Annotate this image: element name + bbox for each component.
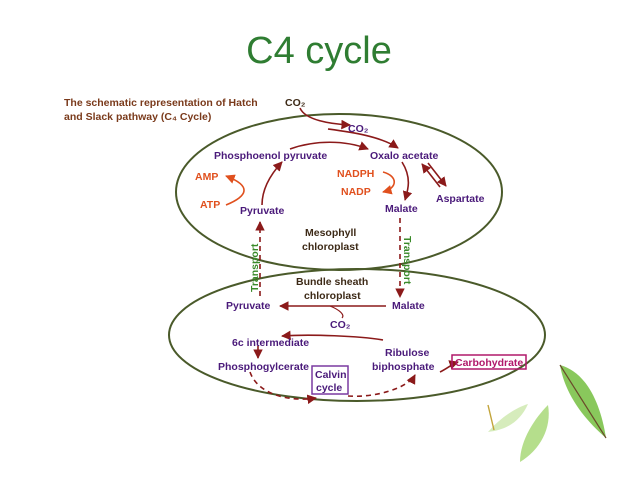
co2-to-oaa-arrow <box>327 128 399 149</box>
oaa-to-malate-arrow <box>401 161 413 201</box>
atp-amp-arrow <box>225 174 245 206</box>
rubp-to-c6-arrow <box>281 330 384 341</box>
rubp-label-1: Ribulose <box>385 347 429 359</box>
aspartate-label: Aspartate <box>436 193 485 205</box>
carbohydrate-box <box>451 354 527 370</box>
mesophyll-malate-label: Malate <box>385 203 418 215</box>
calvin-to-rubp-dashed <box>347 374 416 398</box>
pga-to-calvin-dashed <box>249 371 317 405</box>
transport-left-label: Transport <box>249 243 261 292</box>
mesophyll-pyruvate-label: Pyruvate <box>240 205 285 217</box>
co2-release-arrow <box>329 305 344 319</box>
slide-title: C4 cycle <box>246 30 392 72</box>
bundle-label-2: chloroplast <box>304 290 361 302</box>
rubp-to-carbohydrate-arrow <box>439 360 459 373</box>
transport-right-label: Transport <box>401 236 413 285</box>
diagram-caption: The schematic representation of Hatch an… <box>64 96 294 124</box>
bundle-co2-label: CO₂ <box>330 319 351 331</box>
rubp-label-2: biphosphate <box>372 361 435 373</box>
co2-entry-arrow <box>299 107 351 130</box>
atp-label: ATP <box>200 199 220 211</box>
mesophyll-label-2: chloroplast <box>302 241 359 253</box>
nadph-label: NADPH <box>337 168 374 180</box>
caption-line-2: and Slack pathway (C₄ Cycle) <box>64 111 212 123</box>
calvin-cycle-box <box>311 365 349 395</box>
bundle-malate-label: Malate <box>392 300 425 312</box>
leaf-decoration-icon <box>487 364 607 462</box>
calvin-label-2: cycle <box>316 382 342 394</box>
calvin-label-1: Calvin <box>315 369 347 381</box>
pep-label: Phosphoenol pyruvate <box>214 150 327 162</box>
bundle-sheath-ellipse <box>168 268 546 402</box>
bundle-pyruvate-label: Pyruvate <box>226 300 271 312</box>
carbohydrate-label: Carbohydrate <box>455 357 523 369</box>
co2-input-label: CO₂ <box>285 97 306 109</box>
mesophyll-label-1: Mesophyll <box>305 227 356 239</box>
phosphoglycerate-label: Phosphogylcerate <box>218 361 309 373</box>
nadp-label: NADP <box>341 186 371 198</box>
pyruvate-to-pep-arrow <box>261 161 283 206</box>
c6-intermediate-label: 6c intermediate <box>232 337 309 349</box>
oaa-label: Oxalo acetate <box>370 150 438 162</box>
pep-to-oaa-arrow <box>289 141 369 151</box>
oaa-aspartate-arrow-b <box>421 163 441 188</box>
caption-line-1: The schematic representation of Hatch <box>64 97 258 109</box>
nadph-nadp-arrow <box>382 171 396 195</box>
amp-label: AMP <box>195 171 218 183</box>
co2-inner-label: CO₂ <box>348 123 369 135</box>
bundle-label-1: Bundle sheath <box>296 276 368 288</box>
